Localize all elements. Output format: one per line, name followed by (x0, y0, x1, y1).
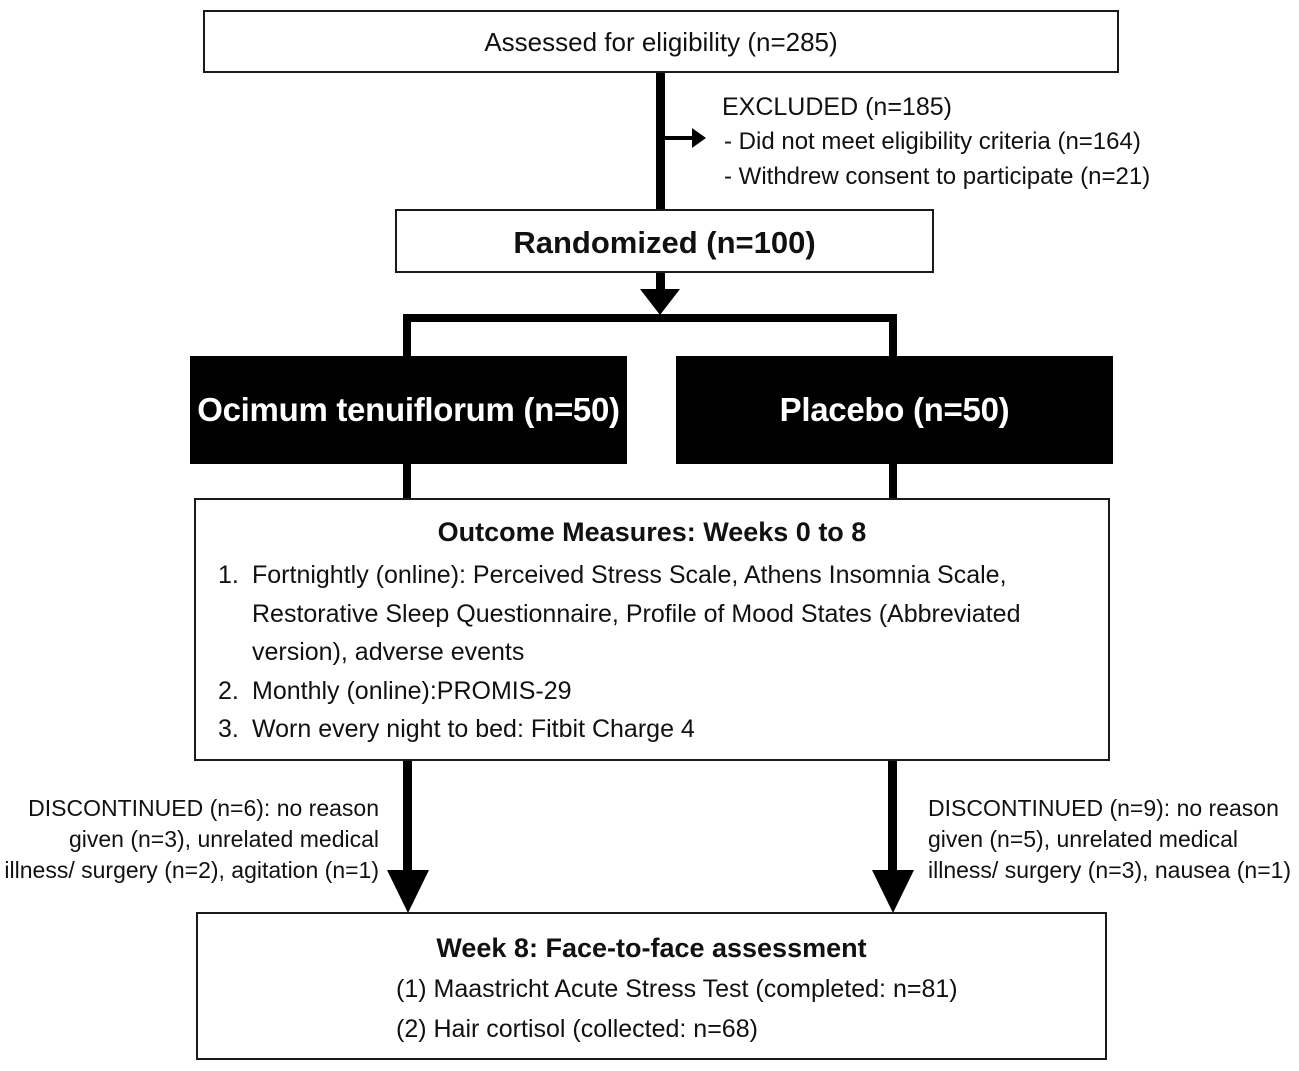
excluded-title: EXCLUDED (n=185) (722, 93, 952, 121)
excluded-item-1: - Did not meet eligibility criteria (n=1… (724, 128, 1141, 155)
arrow-down-right-week8 (872, 870, 914, 913)
randomized-box: Randomized (n=100) (395, 209, 934, 273)
discontinued-right-line-3: illness/ surgery (n=3), nausea (n=1) (928, 857, 1292, 883)
discontinued-left-line-1: DISCONTINUED (n=6): no reason (28, 795, 379, 821)
arrow-down-randomized (640, 289, 680, 315)
outcome-item-1-line-3: version), adverse events (252, 638, 525, 666)
connector-right-outcome-week8 (888, 760, 897, 872)
week8-title: Week 8: Face-to-face assessment (436, 933, 867, 963)
week8-item-2: (2) Hair cortisol (collected: n=68) (396, 1015, 758, 1043)
outcome-item-2-num: 2. (218, 676, 239, 705)
arm-placebo-box: Placebo (n=50) (676, 356, 1113, 464)
outcome-item-1-line-2: Restorative Sleep Questionnaire, Profile… (252, 599, 1021, 628)
connector-left-outcome-week8 (403, 760, 412, 872)
outcome-item-1: 1. Fortnightly (online): Perceived Stres… (218, 556, 1020, 672)
outcome-item-1-line-1: Fortnightly (online): Perceived Stress S… (252, 561, 1007, 589)
outcome-item-2-line-1: Monthly (online):PROMIS-29 (252, 676, 572, 705)
arm-placebo-label: Placebo (n=50) (779, 391, 1010, 428)
connector-right-arm (889, 314, 897, 358)
arrow-right-excluded (692, 128, 706, 148)
connector-right-arm-outcome (889, 462, 897, 500)
assessed-text: Assessed for eligibility (n=285) (484, 27, 838, 57)
outcome-item-1-num: 1. (218, 561, 239, 589)
excluded-item-2: - Withdrew consent to participate (n=21) (724, 163, 1151, 190)
outcome-item-3: 3. Worn every night to bed: Fitbit Charg… (218, 710, 1020, 749)
arrow-down-left-week8 (387, 870, 429, 913)
discontinued-left-line-3: illness/ surgery (n=2), agitation (n=1) (4, 857, 379, 883)
discontinued-left: DISCONTINUED (n=6): no reason given (n=3… (4, 793, 379, 886)
connector-horizontal-split (403, 314, 897, 322)
week8-box: Week 8: Face-to-face assessment (1) Maas… (196, 912, 1107, 1060)
discontinued-right: DISCONTINUED (n=9): no reason given (n=5… (928, 793, 1291, 886)
assessed-box: Assessed for eligibility (n=285) (203, 10, 1119, 73)
connector-randomized-split (656, 272, 665, 290)
discontinued-right-line-1: DISCONTINUED (n=9): no reason (928, 795, 1279, 821)
discontinued-left-line-2: given (n=3), unrelated medical (68, 826, 379, 852)
outcome-item-2: 2. Monthly (online):PROMIS-29 (218, 672, 1020, 711)
randomized-text: Randomized (n=100) (513, 225, 816, 260)
week8-item-1: (1) Maastricht Acute Stress Test (comple… (396, 975, 958, 1003)
outcome-box: Outcome Measures: Weeks 0 to 8 1. Fortni… (194, 498, 1110, 761)
outcome-title: Outcome Measures: Weeks 0 to 8 (437, 517, 867, 547)
outcome-item-3-num: 3. (218, 715, 239, 743)
connector-left-arm-outcome (403, 462, 411, 500)
arm-ocimum-label: Ocimum tenuiflorum (n=50) (197, 391, 620, 428)
arm-ocimum-box: Ocimum tenuiflorum (n=50) (190, 356, 627, 464)
discontinued-right-line-2: given (n=5), unrelated medical (928, 826, 1239, 852)
connector-assessed-randomized (656, 72, 665, 210)
outcome-item-3-line-1: Worn every night to bed: Fitbit Charge 4 (252, 715, 695, 743)
connector-left-arm (403, 314, 411, 358)
outcome-list: 1. Fortnightly (online): Perceived Stres… (218, 556, 1020, 749)
connector-excluded-branch (665, 136, 693, 140)
